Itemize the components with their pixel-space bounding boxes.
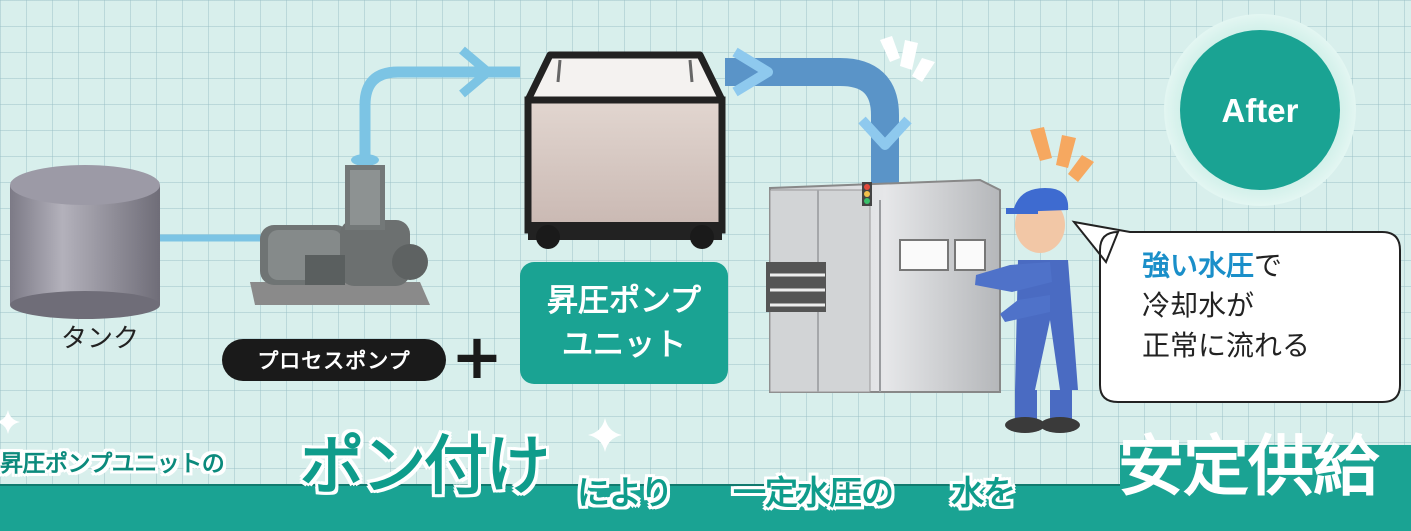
caption-part1: により [577,473,673,512]
speech-line1: 強い水圧で [1142,246,1392,286]
pipe-pump-to-unit [351,46,520,166]
speech-emphasis: 強い水圧 [1142,249,1255,282]
sparkle-icons [0,410,622,452]
after-badge [1164,14,1356,206]
plus-sign: + [451,320,503,393]
emphasis-marks [880,36,1094,182]
tank-label: タンク [60,324,139,354]
speech-line1-rest: で [1254,249,1283,282]
booster-unit-label-line1: 昇圧ポンプ [546,283,702,319]
booster-unit-illustration [524,51,726,249]
equipment-illustration [766,178,1001,393]
process-pump-illustration [250,165,430,305]
tank-illustration [10,165,160,319]
booster-unit-label: 昇圧ポンプ ユニット [520,262,728,384]
caption-final: 安定供給 [1118,428,1379,505]
pipe-unit-to-machine [725,47,912,190]
worker-illustration [975,188,1080,433]
after-label: After [1221,92,1299,129]
caption-prefix: 昇圧ポンプユニットの [0,451,225,477]
speech-bubble-text: 強い水圧で 冷却水が 正常に流れる [1142,246,1392,366]
speech-bubble-shape [1071,220,1401,403]
booster-unit-label-line2: ユニット [562,327,686,363]
caption-band [0,445,1411,531]
speech-line2: 冷却水が [1142,289,1255,322]
speech-line3: 正常に流れる [1142,329,1311,362]
caption-part3: 水を [951,473,1016,512]
process-pump-label: プロセスポンプ [222,339,446,381]
caption-highlight: ポン付け [300,430,550,504]
caption-part2: 一定水圧の [733,473,894,512]
